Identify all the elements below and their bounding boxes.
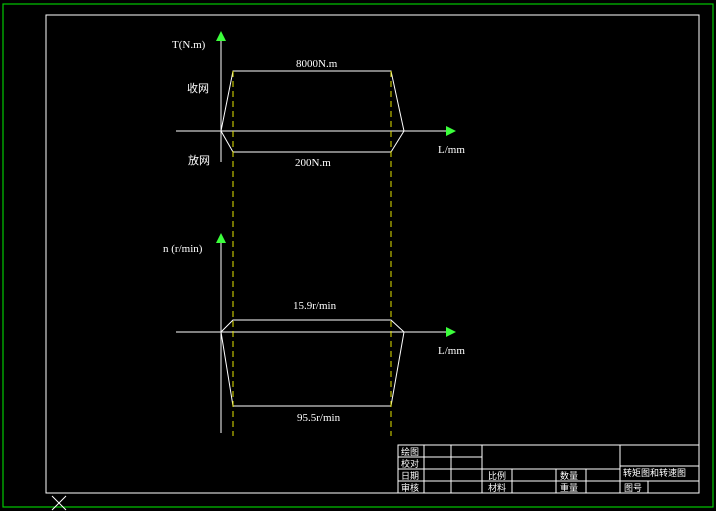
title-block-checked-by: 校对 xyxy=(401,458,419,470)
speed-axis-y-label: n (r/min) xyxy=(163,243,203,255)
torque-lower-value-label: 200N.m xyxy=(295,157,331,169)
torque-diagram: T(N.m) L/mm 8000N.m 200N.m 收网 放网 xyxy=(172,31,465,169)
torque-axis-y-label: T(N.m) xyxy=(172,39,206,51)
speed-upper-curve xyxy=(220,319,405,333)
title-block-drawn-by: 绘图 xyxy=(401,446,419,458)
speed-lower-curve xyxy=(220,331,405,407)
speed-diagram: n (r/min) L/mm 15.9r/min 95.5r/min xyxy=(163,233,465,433)
crosshair-cursor-icon xyxy=(51,495,67,511)
title-block-drawing-title: 转矩图和转速图 xyxy=(623,467,686,479)
title-block-quantity: 数量 xyxy=(560,470,578,482)
speed-upper-value-label: 15.9r/min xyxy=(293,300,337,312)
title-block-scale: 比例 xyxy=(488,470,506,482)
title-block-approved-by: 审核 xyxy=(401,482,419,494)
title-block-material: 材料 xyxy=(488,482,506,494)
speed-axis-x-label: L/mm xyxy=(438,345,465,357)
title-block-drawing-number: 图号 xyxy=(624,483,642,494)
torque-upper-curve xyxy=(220,70,405,132)
torque-axis-x-label: L/mm xyxy=(438,144,465,156)
title-block-date: 日期 xyxy=(401,471,419,482)
outer-frame xyxy=(2,3,714,508)
torque-upper-side-label: 收网 xyxy=(187,81,209,95)
torque-lower-curve xyxy=(220,130,405,153)
title-block xyxy=(397,444,700,494)
drawing-frame xyxy=(45,14,700,494)
torque-upper-value-label: 8000N.m xyxy=(296,58,338,70)
title-block-weight: 重量 xyxy=(560,482,578,494)
speed-lower-value-label: 95.5r/min xyxy=(297,412,341,424)
torque-lower-side-label: 放网 xyxy=(188,153,210,167)
